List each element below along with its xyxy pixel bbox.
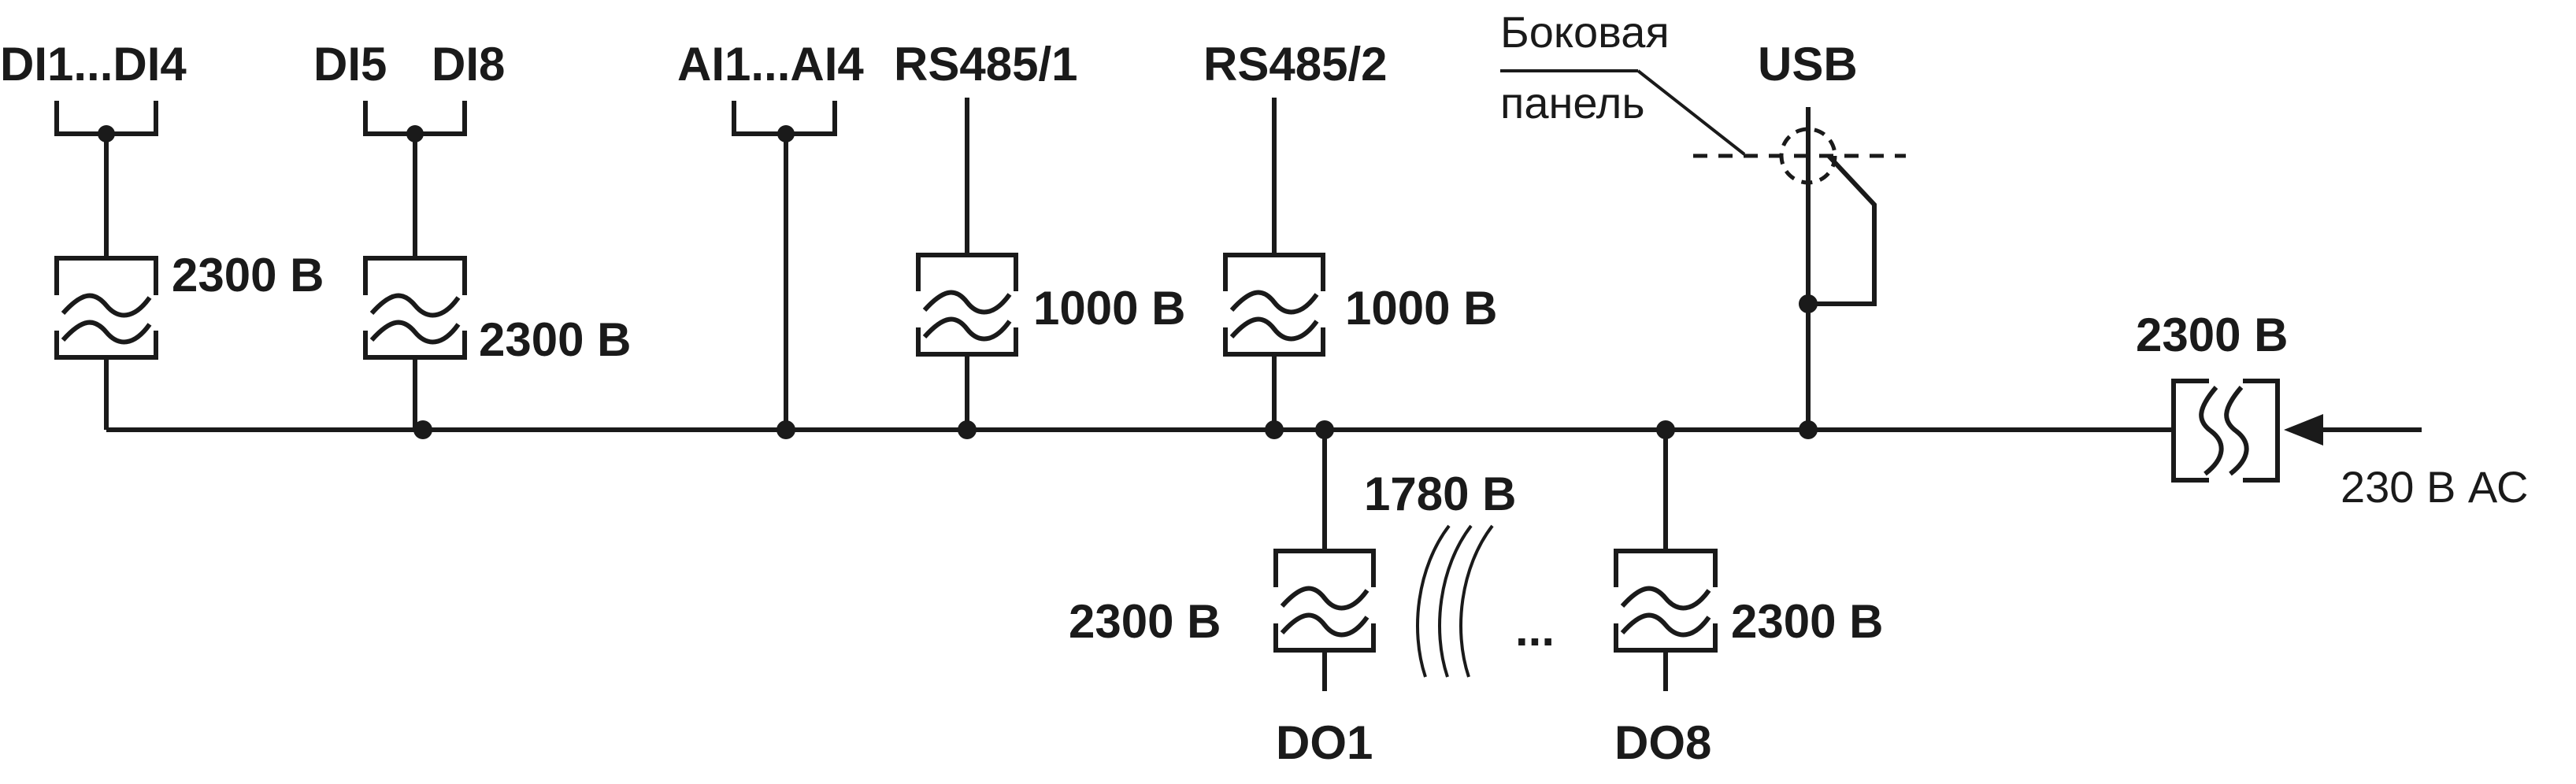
do-channel-separation: 1780 В ... [1364,468,1555,678]
label-ai1-4: AI1...AI4 [677,38,864,91]
label-do1: DO1 [1276,716,1373,769]
isolation-barrier-di5-8 [363,256,467,360]
isolation-barrier-do1 [1273,549,1376,653]
do1-branch: 2300 В DO1 [1069,420,1376,769]
rs485-1-branch: RS485/1 1000 В [894,38,1185,439]
side-panel-line1: Боковая [1500,7,1670,57]
voltage-do8: 2300 В [1731,595,1883,648]
di1-4-branch: DI1...DI4 2300 В [0,38,324,430]
voltage-do1: 2300 В [1069,595,1221,648]
power-branch: 2300 В 230 В АС [2136,309,2528,512]
voltage-di1-4: 2300 В [172,249,324,301]
di5-8-branch: DI5 DI8 2300 В [313,38,631,439]
ai1-4-branch: AI1...AI4 [677,38,864,439]
label-di1-4: DI1...DI4 [0,38,187,91]
label-usb: USB [1758,38,1858,91]
voltage-do-between: 1780 В [1364,468,1516,520]
isolation-barrier-rs485-1 [916,253,1018,357]
voltage-rs485-2: 1000 В [1345,282,1497,335]
label-power-input: 230 В АС [2341,462,2528,512]
label-do8: DO8 [1614,716,1711,769]
isolation-barrier-power [2171,379,2280,483]
isolation-barrier-rs485-2 [1223,253,1325,357]
label-rs485-1: RS485/1 [894,38,1078,91]
power-input-arrow-icon [2284,414,2323,446]
rs485-2-branch: RS485/2 1000 В [1203,38,1497,439]
isolation-barrier-di1-4 [54,256,158,360]
voltage-power: 2300 В [2136,309,2288,361]
side-panel-line2: панель [1500,78,1645,128]
voltage-rs485-1: 1000 В [1033,282,1185,335]
do8-branch: 2300 В DO8 [1614,420,1883,769]
label-rs485-2: RS485/2 [1203,38,1388,91]
usb-branch: USB Боковая панель [1500,7,1906,439]
voltage-di5-8: 2300 В [479,313,631,366]
label-di8: DI8 [432,38,505,91]
isolation-barrier-do8 [1614,549,1718,653]
do-ellipsis: ... [1515,603,1555,656]
label-di5: DI5 [313,38,387,91]
